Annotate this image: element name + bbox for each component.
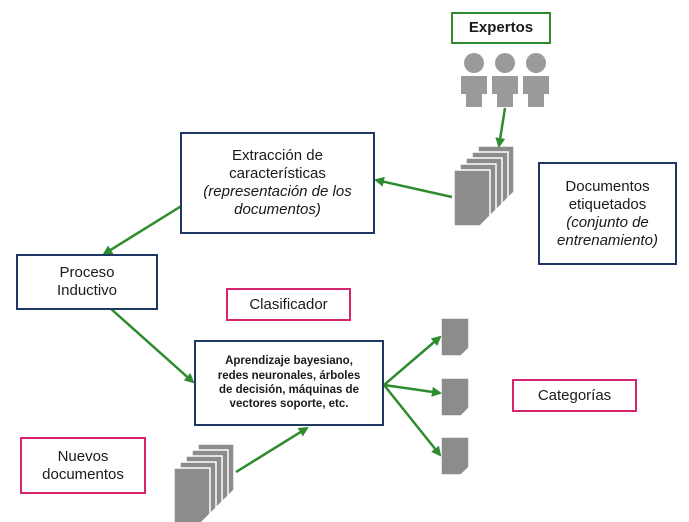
arrow-icon bbox=[383, 384, 442, 457]
text-line: documentos) bbox=[234, 201, 321, 218]
text-line: Nuevos bbox=[57, 447, 109, 465]
proceso-inductivo-box: Proceso Inductivo bbox=[16, 254, 158, 310]
text-line: redes neuronales, árboles bbox=[217, 369, 361, 382]
document-stack-icon bbox=[173, 443, 235, 522]
arrow-icon bbox=[102, 203, 184, 256]
categorias-label: Categorías bbox=[537, 386, 612, 404]
arrow-icon bbox=[383, 383, 442, 397]
person-icon bbox=[523, 53, 549, 107]
text-line: Aprendizaje bayesiano, bbox=[225, 355, 353, 368]
text-line: entrenamiento) bbox=[557, 231, 658, 249]
nuevos-documentos-box: Nuevos documentos bbox=[20, 437, 146, 494]
extraccion-box: Extracción de características (represent… bbox=[180, 132, 375, 234]
document-stack-icon bbox=[453, 145, 515, 227]
text-line: características bbox=[229, 165, 326, 182]
text-line: vectores soporte, etc. bbox=[229, 398, 349, 411]
categorias-box: Categorías bbox=[512, 379, 637, 412]
text-line: de decisión, máquinas de bbox=[219, 384, 359, 396]
arrow-icon bbox=[109, 307, 195, 384]
text-line: (representación de los bbox=[203, 183, 352, 200]
text-line: Documentos bbox=[565, 177, 650, 195]
document-icon bbox=[440, 377, 470, 417]
clasificador-box: Clasificador bbox=[226, 288, 351, 321]
text-line: (conjunto de bbox=[566, 213, 649, 231]
text-line: Proceso bbox=[59, 264, 115, 281]
person-icon bbox=[492, 53, 518, 107]
arrow-icon bbox=[383, 335, 442, 386]
text-line: documentos bbox=[42, 465, 124, 483]
person-icon bbox=[461, 53, 487, 107]
expertos-label: Expertos bbox=[468, 19, 534, 36]
expertos-box: Expertos bbox=[451, 12, 551, 44]
text-line: Extracción de bbox=[232, 147, 323, 164]
arrow-icon bbox=[374, 176, 453, 199]
documentos-etiquetados-box: Documentos etiquetados (conjunto de entr… bbox=[538, 162, 677, 265]
algoritmos-box: Aprendizaje bayesiano, redes neuronales,… bbox=[194, 340, 384, 426]
clasificador-label: Clasificador bbox=[249, 295, 328, 313]
text-line: etiquetados bbox=[568, 195, 647, 213]
arrow-icon bbox=[495, 107, 507, 148]
text-line: Inductivo bbox=[56, 282, 118, 299]
document-icon bbox=[440, 436, 470, 476]
document-icon bbox=[440, 317, 470, 357]
arrow-icon bbox=[235, 426, 309, 474]
